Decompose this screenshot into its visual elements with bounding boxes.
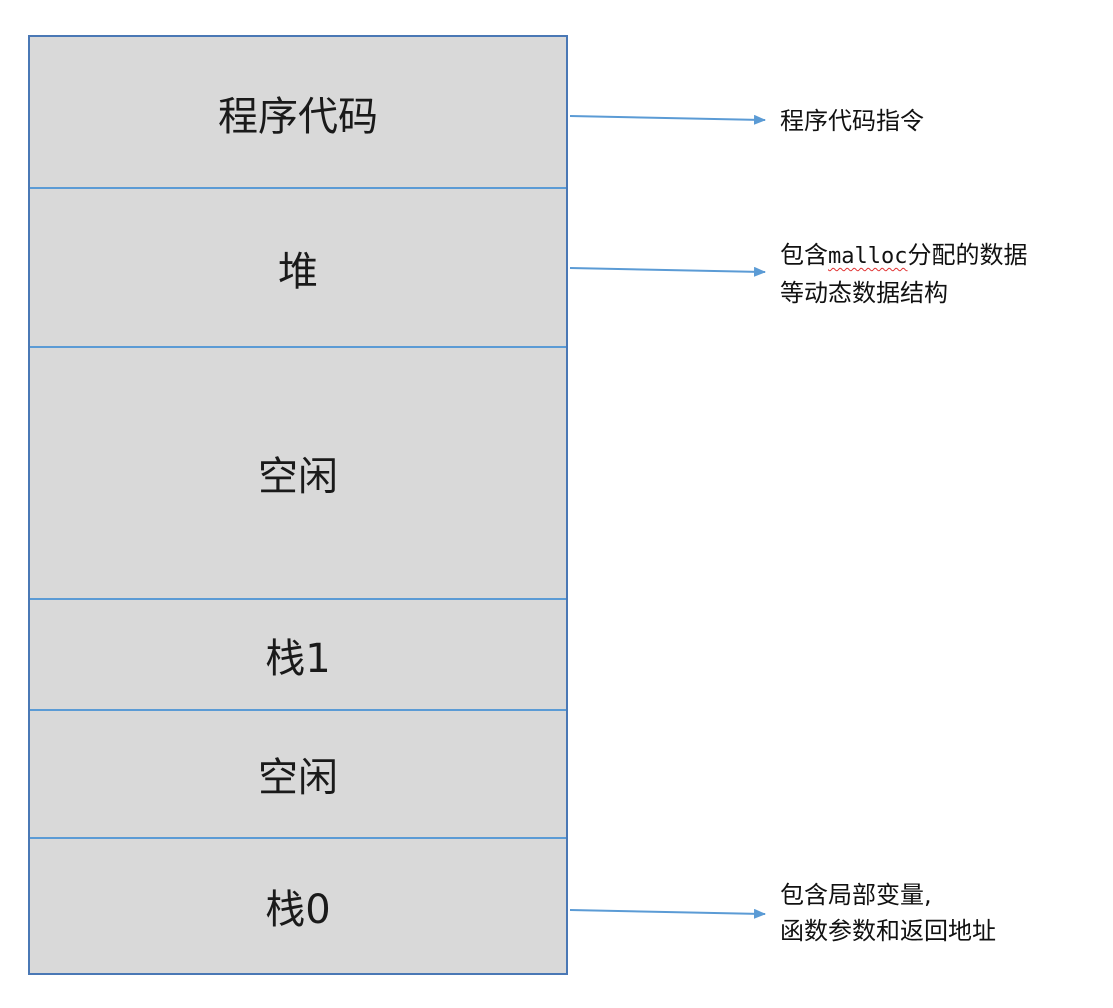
region-label: 栈1 xyxy=(265,636,331,682)
region-program-code: 程序代码 xyxy=(30,37,566,189)
region-label: 程序代码 xyxy=(218,94,378,140)
divider xyxy=(30,598,566,600)
divider xyxy=(30,346,566,348)
region-label: 堆 xyxy=(278,249,318,295)
region-label: 栈0 xyxy=(265,887,331,933)
region-heap: 堆 xyxy=(30,189,566,347)
annotation-line: 函数参数和返回地址 xyxy=(780,917,996,945)
annotation-line: 包含局部变量, xyxy=(780,881,932,909)
annotation-text: 分配的数据 xyxy=(907,241,1028,269)
annotation-stack0: 包含局部变量, 函数参数和返回地址 xyxy=(780,877,996,949)
arrow-code xyxy=(569,114,766,125)
annotation-text: 包含 xyxy=(780,241,828,269)
annotation-heap: 包含malloc分配的数据 等动态数据结构 xyxy=(780,237,1027,311)
memory-layout-block: 程序代码 堆 空闲 栈1 空闲 栈0 xyxy=(28,35,568,975)
region-free-lower: 空闲 xyxy=(30,711,566,837)
annotation-line: 程序代码指令 xyxy=(780,107,924,135)
arrow-stack0 xyxy=(569,908,766,919)
region-stack1: 栈1 xyxy=(30,600,566,710)
region-stack0: 栈0 xyxy=(30,839,566,973)
divider xyxy=(30,837,566,839)
annotation-line: 包含malloc分配的数据 xyxy=(780,237,1027,275)
annotation-line: 等动态数据结构 xyxy=(780,279,948,307)
region-label: 空闲 xyxy=(258,755,338,801)
region-free-upper: 空闲 xyxy=(30,348,566,598)
annotation-code-term: malloc xyxy=(828,244,908,269)
divider xyxy=(30,187,566,189)
region-label: 空闲 xyxy=(258,454,338,500)
arrow-heap xyxy=(569,266,766,277)
annotation-code: 程序代码指令 xyxy=(780,103,924,139)
divider xyxy=(30,709,566,711)
